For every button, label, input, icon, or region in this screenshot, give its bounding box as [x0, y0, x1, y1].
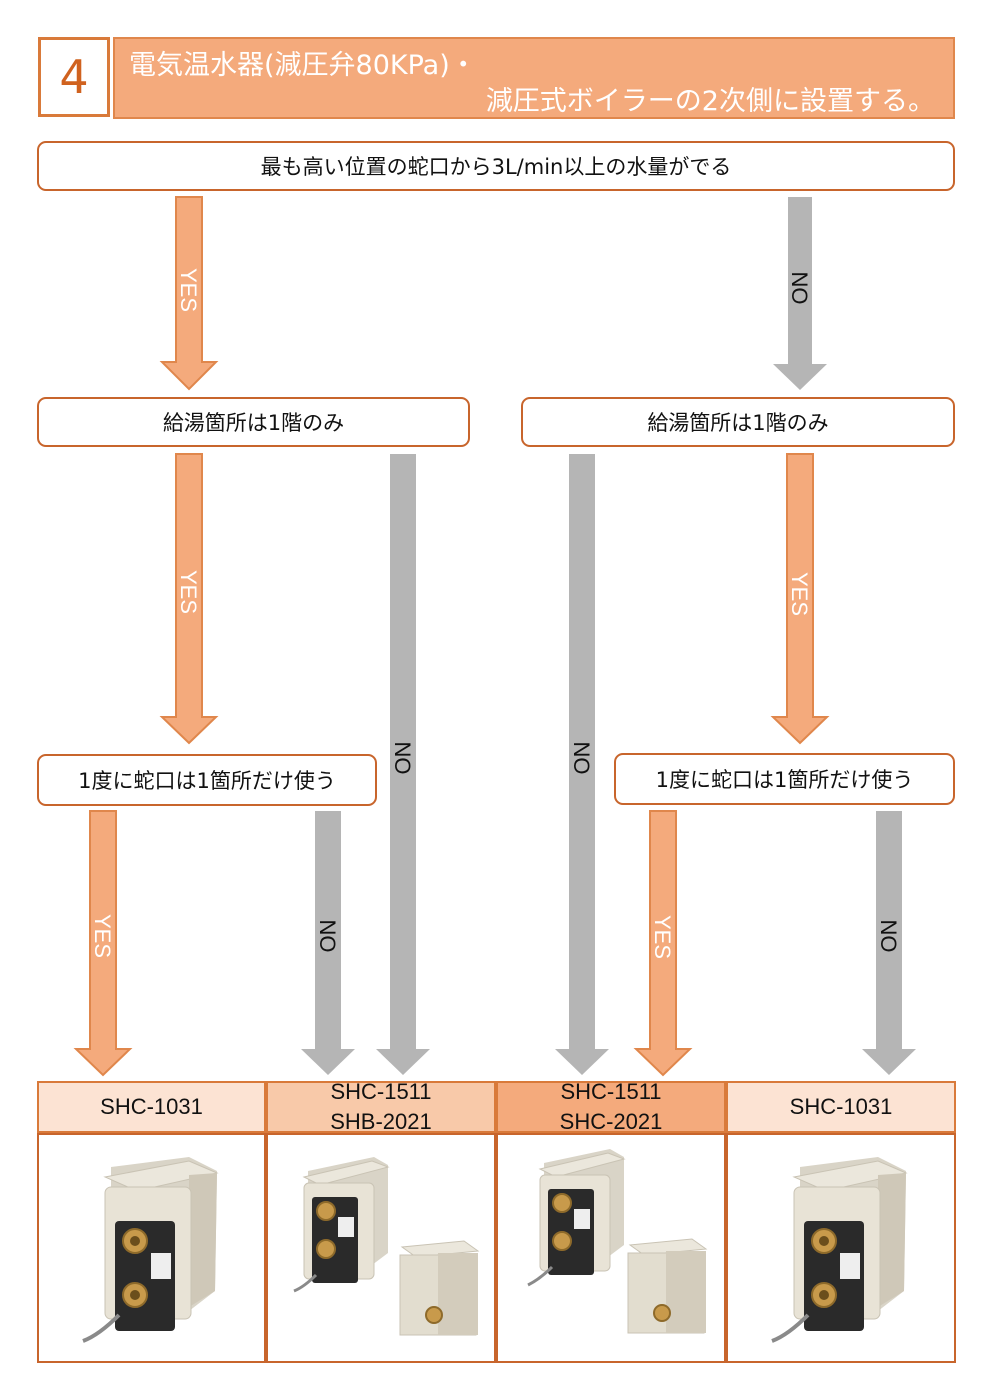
product-model-line: SHC-1511 [560, 1079, 662, 1104]
arrow-yes-q2-left-label: YES [176, 570, 201, 614]
step-number: 4 [59, 50, 89, 104]
product-image-cell-3 [496, 1133, 726, 1363]
pump-image-single [771, 1157, 908, 1343]
arrow-no-q1-right-label: NO [787, 272, 812, 305]
arrow-no-q2-right-label: NO [569, 742, 594, 775]
arrow-yes-q1-left: YES [159, 196, 219, 391]
pump-and-tank-image [293, 1157, 480, 1336]
product-model-line: SHC-1031 [100, 1094, 203, 1119]
question-flow-rate-text: 最も高い位置の蛇口から3L/min以上の水量がでる [260, 155, 732, 179]
arrow-no-q2-right: NO [555, 454, 609, 1075]
product-model-line: SHC-1511 [330, 1079, 432, 1104]
product-model-line: SHB-2021 [330, 1109, 432, 1134]
pump-and-tank-image [527, 1149, 708, 1334]
product-image-cell-4 [726, 1133, 956, 1363]
product-model-1031-left: SHC-1031 [37, 1081, 266, 1133]
question-first-floor-left: 給湯箇所は1階のみ [37, 397, 470, 447]
arrow-yes-q3-left-label: YES [90, 914, 115, 958]
arrow-no-q3-right: NO [862, 811, 916, 1075]
product-model-1031-right: SHC-1031 [726, 1081, 956, 1133]
arrow-yes-q3-left: YES [73, 810, 133, 1077]
product-model-line: SHC-1031 [789, 1094, 893, 1119]
arrow-no-q2-left: NO [376, 454, 430, 1075]
arrow-yes-q2-left: YES [159, 453, 219, 745]
step-number-badge: 4 [38, 37, 110, 117]
arrow-no-q3-right-label: NO [876, 920, 901, 953]
question-single-faucet-right: 1度に蛇口は1箇所だけ使う [614, 753, 955, 805]
question-flow-rate: 最も高い位置の蛇口から3L/min以上の水量がでる [37, 141, 955, 191]
question-single-faucet-left-text: 1度に蛇口は1箇所だけ使う [78, 769, 336, 793]
question-single-faucet-right-text: 1度に蛇口は1箇所だけ使う [655, 768, 914, 792]
product-model-line: SHC-2021 [559, 1109, 663, 1134]
question-single-faucet-left: 1度に蛇口は1箇所だけ使う [37, 754, 377, 806]
arrow-yes-q3-right: YES [633, 810, 693, 1077]
question-first-floor-right: 給湯箇所は1階のみ [521, 397, 955, 447]
arrow-yes-q2-right: YES [770, 453, 830, 745]
arrow-yes-q3-right-label: YES [650, 915, 675, 959]
question-first-floor-left-text: 給湯箇所は1階のみ [162, 411, 345, 435]
arrow-no-q2-left-label: NO [390, 742, 415, 775]
product-image-cell-2 [266, 1133, 496, 1363]
arrow-no-q3-left: NO [301, 811, 355, 1075]
arrow-yes-q1-left-label: YES [176, 268, 201, 312]
header-title-line-1: 電気温水器(減圧弁80KPa)・ [129, 50, 477, 81]
header-banner: 電気温水器(減圧弁80KPa)・ 減圧式ボイラーの2次側に設置する。 [113, 37, 955, 119]
arrow-no-q1-right: NO [773, 197, 827, 390]
question-first-floor-right-text: 給湯箇所は1階のみ [647, 411, 829, 435]
product-image-cell-1 [37, 1133, 266, 1363]
arrow-yes-q2-right-label: YES [787, 572, 812, 616]
header-title-line-2: 減圧式ボイラーの2次側に設置する。 [485, 86, 935, 117]
arrow-no-q3-left-label: NO [315, 920, 340, 953]
pump-image-single [82, 1157, 219, 1343]
